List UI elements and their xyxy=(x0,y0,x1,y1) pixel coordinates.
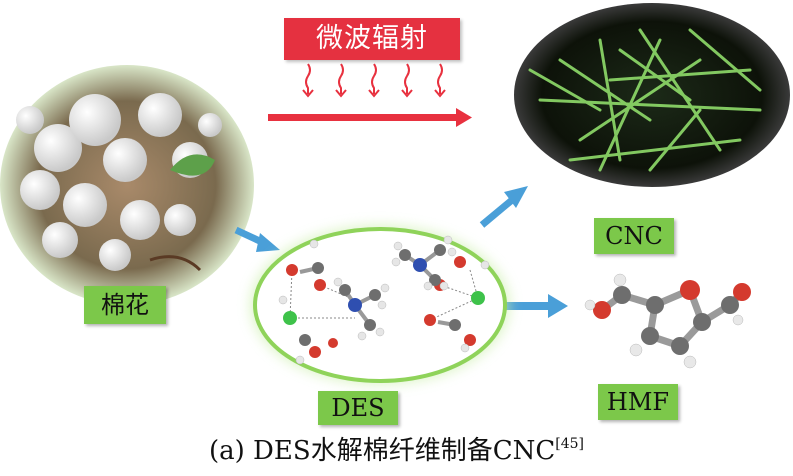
caption-text: (a) DES水解棉纤维制备CNC xyxy=(209,436,556,466)
blue-arrow-cotton-to-des xyxy=(234,226,280,252)
des-label: DES xyxy=(318,391,398,425)
hmf-molecule xyxy=(584,273,751,369)
red-arrow xyxy=(268,108,472,127)
microwave-wave-arrows xyxy=(302,63,446,98)
blue-arrow-des-to-hmf xyxy=(505,294,568,318)
des-molecules xyxy=(278,235,490,365)
figure-caption: (a) DES水解棉纤维制备CNC[45] xyxy=(0,430,793,467)
microwave-banner: 微波辐射 xyxy=(284,18,460,60)
cotton-image xyxy=(0,65,254,305)
cotton-label: 棉花 xyxy=(84,286,166,324)
cnc-image xyxy=(514,3,790,187)
cnc-label: CNC xyxy=(594,218,674,254)
hmf-label: HMF xyxy=(598,384,678,420)
caption-reference: [45] xyxy=(555,436,584,452)
blue-arrow-des-to-cnc xyxy=(479,186,528,228)
